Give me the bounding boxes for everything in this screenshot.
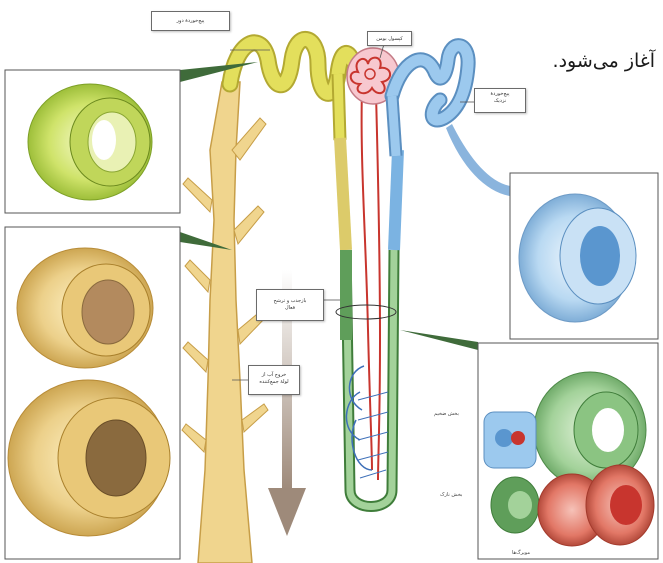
label-glomerulus-text: کپسول بومن (376, 36, 403, 42)
label-distal-tubule-text: پیچ‌خوردهٔ دور (177, 18, 205, 24)
loop-of-henle (340, 138, 398, 507)
label-proximal-tubule: پیچ‌خوردهٔ نزدیک (474, 88, 526, 113)
panel-loop-cross-section (478, 343, 658, 559)
label-distal-tubule: پیچ‌خوردهٔ دور (151, 11, 230, 31)
label-cross-section-2: بخش نازک (440, 492, 462, 498)
label-cross-section-1: بخش ضخیم (434, 411, 459, 417)
panel-collecting-cross-section (5, 227, 180, 559)
label-reabsorption: بازجذب و ترشح فعال (256, 289, 324, 321)
label-reabsorption-line1: بازجذب و ترشح (260, 298, 320, 305)
label-proximal-line1: پیچ‌خوردهٔ (478, 91, 522, 98)
label-glomerulus: کپسول بومن (367, 31, 412, 46)
collecting-duct (182, 82, 268, 563)
label-water-exit: خروج آب از لولهٔ جمع‌کننده (248, 365, 300, 395)
label-cross-section-3: مویرگ‌ها (512, 550, 530, 556)
header-fragment: آغاز می‌شود. (553, 50, 655, 72)
label-water-exit-line1: خروج آب از (252, 372, 296, 379)
label-reabsorption-line2: فعال (260, 305, 320, 312)
label-proximal-line2: نزدیک (478, 98, 522, 105)
panel-distal-cross-section (5, 70, 180, 213)
panel-proximal-cross-section (510, 173, 658, 339)
label-water-exit-line2: لولهٔ جمع‌کننده (252, 379, 296, 386)
distal-tubule (230, 39, 352, 140)
